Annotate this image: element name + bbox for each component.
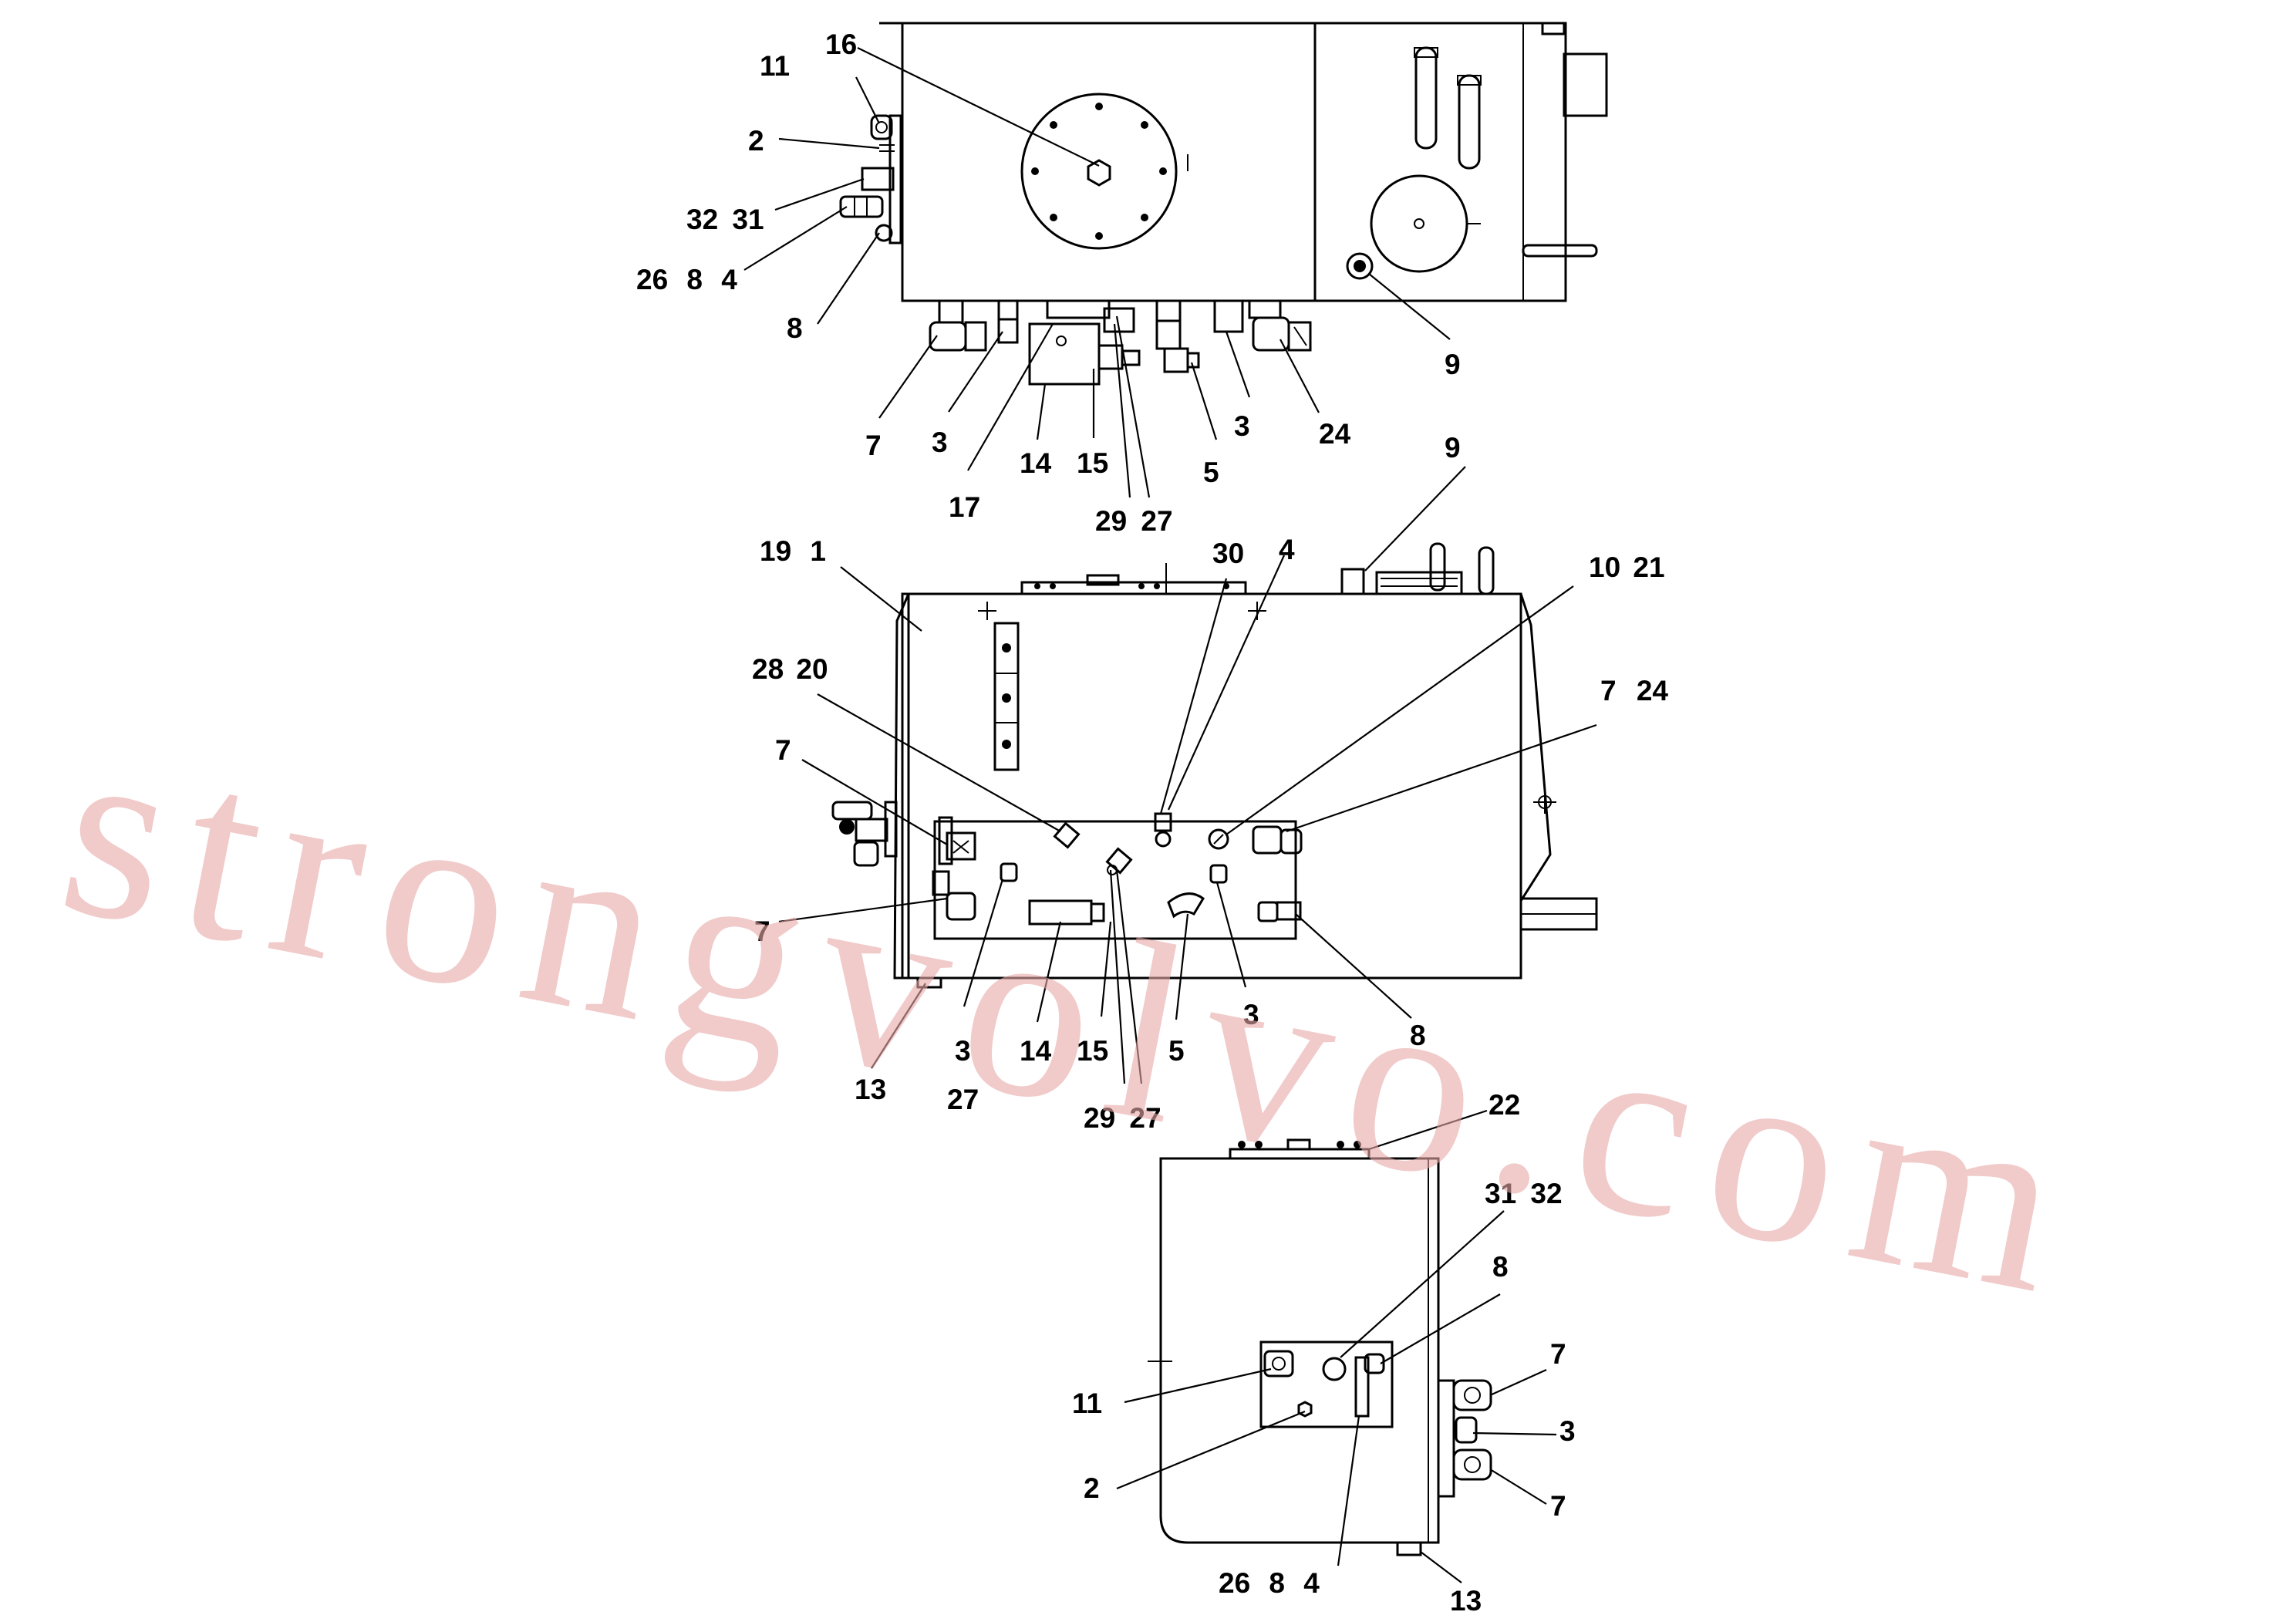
leader-lines <box>743 47 1597 1583</box>
tank-front-view <box>831 542 1598 989</box>
callout-17: 17 <box>949 491 980 523</box>
callout-22: 22 <box>1489 1089 1520 1121</box>
callout-11: 11 <box>760 50 790 82</box>
callout-24: 24 <box>1319 418 1351 450</box>
callout-3: 3 <box>932 427 948 458</box>
callout-30: 30 <box>1212 538 1244 569</box>
callout-8-side: 8 <box>1492 1251 1509 1283</box>
cover-flange <box>1020 93 1178 250</box>
callout-9: 9 <box>1445 349 1461 380</box>
callout-5: 5 <box>1203 457 1219 488</box>
callout-13-side: 13 <box>1450 1585 1482 1617</box>
callout-26-8-4: 26 8 4 <box>636 264 737 295</box>
callout-8: 8 <box>787 312 803 344</box>
callout-labels: 11 16 2 32 31 26 8 4 8 9 7 3 17 14 15 29… <box>636 29 1668 1617</box>
callout-31-32: 31 32 <box>1485 1178 1563 1209</box>
callout-3-front: 3 <box>955 1035 971 1067</box>
callout-26-8-4-side: 26 8 4 <box>1219 1567 1320 1599</box>
callout-14: 14 <box>1020 447 1052 479</box>
callout-13-front: 13 <box>855 1074 886 1105</box>
callout-7: 7 <box>865 430 882 461</box>
hex-plug-icon <box>1087 159 1111 187</box>
callout-29-27-front: 29 27 <box>1084 1102 1161 1134</box>
callout-19-1: 19 1 <box>760 535 826 567</box>
callout-7-front-b: 7 <box>754 916 770 947</box>
callout-7-front-a: 7 <box>775 734 791 766</box>
callout-11-side: 11 <box>1072 1388 1102 1419</box>
callout-28-20: 28 20 <box>752 653 828 685</box>
callout-5-front: 5 <box>1168 1035 1185 1067</box>
callout-9-front: 9 <box>1445 432 1461 464</box>
callout-3b-front: 3 <box>1243 999 1259 1030</box>
callout-10-21: 10 21 <box>1589 551 1665 583</box>
callout-4: 4 <box>1279 534 1295 565</box>
callout-3b: 3 <box>1234 410 1250 442</box>
callout-7-side-b: 7 <box>1550 1490 1566 1522</box>
callout-14-front: 14 <box>1020 1035 1052 1067</box>
callout-8-front: 8 <box>1410 1020 1426 1051</box>
callout-3-side: 3 <box>1559 1415 1576 1447</box>
callout-16: 16 <box>825 29 857 60</box>
callout-2-side: 2 <box>1084 1472 1100 1504</box>
callout-7-side-a: 7 <box>1550 1338 1566 1370</box>
callout-7-24: 7 24 <box>1600 675 1668 706</box>
callout-2: 2 <box>748 125 764 157</box>
callout-29-27: 29 27 <box>1095 505 1173 537</box>
tank-top-view <box>839 22 1608 386</box>
callout-15-front: 15 <box>1077 1035 1108 1067</box>
callout-27-front: 27 <box>947 1084 979 1115</box>
callout-15: 15 <box>1077 447 1108 479</box>
callout-32-31: 32 31 <box>686 204 764 235</box>
tank-side-view <box>1148 1138 1492 1556</box>
watermark-text: strongvolvo.com <box>43 684 2101 1351</box>
